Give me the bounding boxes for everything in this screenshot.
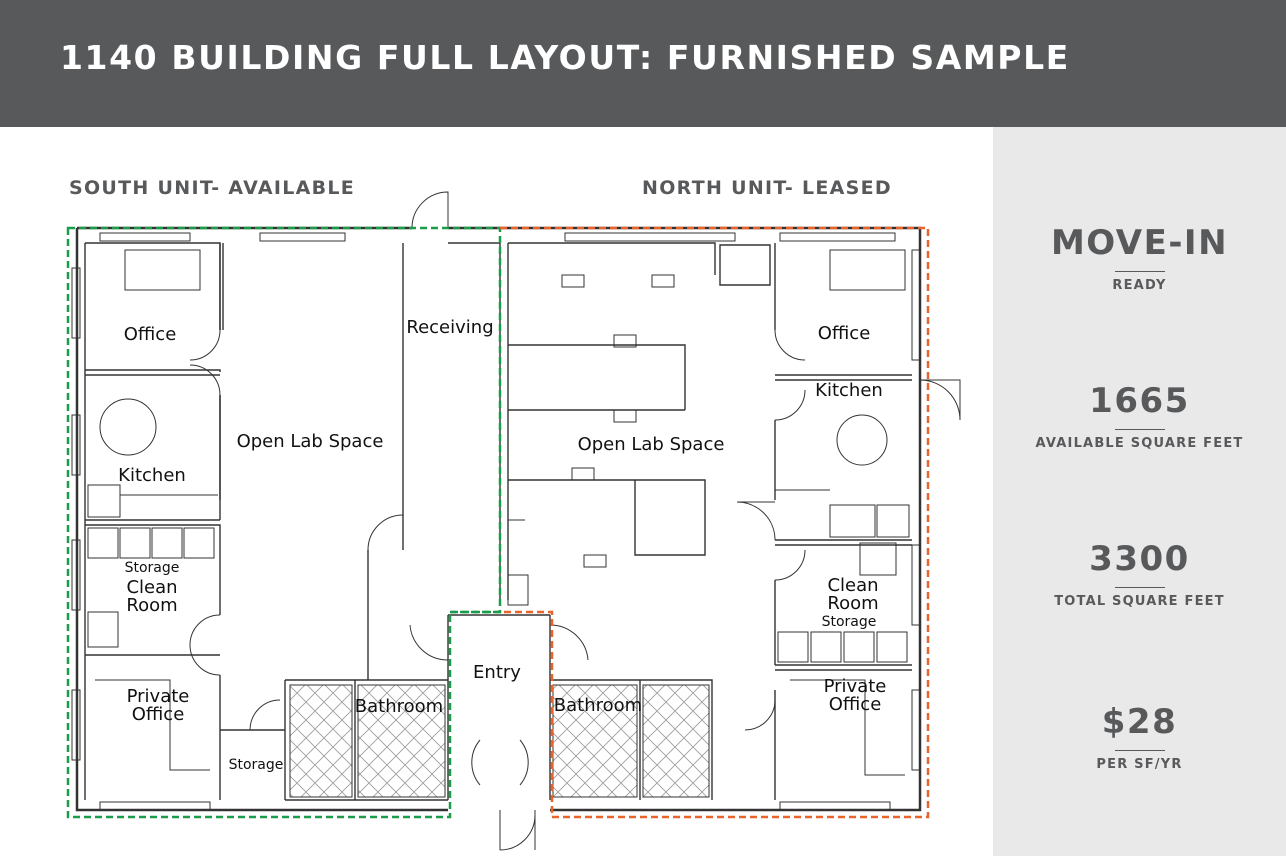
room-south-storage-label: Storage	[124, 560, 180, 576]
room-south-open-lab: Open Lab Space	[236, 431, 384, 452]
room-south-office: Office	[123, 324, 177, 345]
room-north-kitchen: Kitchen	[815, 380, 883, 401]
stat-label: READY	[1112, 278, 1167, 293]
stat-divider	[1114, 429, 1165, 430]
stat-divider	[1114, 587, 1165, 588]
stats-panel: MOVE-IN READY 1665 AVAILABLE SQUARE FEET…	[993, 127, 1286, 856]
room-north-clean-room: Clean Room	[827, 575, 879, 614]
floor-plan-drawing	[66, 191, 961, 851]
stat-divider	[1114, 271, 1165, 272]
stat-price: $28 PER SF/YR	[993, 702, 1286, 773]
room-receiving: Receiving	[406, 317, 494, 338]
stat-available-sqft: 1665 AVAILABLE SQUARE FEET	[993, 381, 1286, 452]
stat-label: AVAILABLE SQUARE FEET	[1035, 436, 1244, 451]
room-south-private-office: Private Office	[126, 686, 190, 725]
stat-value: $28	[1101, 702, 1178, 742]
header-bar: 1140 BUILDING FULL LAYOUT: FURNISHED SAM…	[0, 0, 1286, 127]
room-south-bathroom: Bathroom	[354, 696, 444, 717]
floor-plan: SOUTH UNIT- AVAILABLE NORTH UNIT- LEASED…	[0, 127, 990, 860]
room-south-clean-room: Clean Room	[126, 577, 178, 616]
stat-label: TOTAL SQUARE FEET	[1054, 594, 1225, 609]
room-north-bathroom: Bathroom	[553, 695, 643, 716]
stat-divider	[1114, 750, 1165, 751]
page-title: 1140 BUILDING FULL LAYOUT: FURNISHED SAM…	[60, 38, 1070, 77]
stat-total-sqft: 3300 TOTAL SQUARE FEET	[993, 539, 1286, 610]
stat-value: 3300	[1089, 539, 1190, 579]
stat-move-in: MOVE-IN READY	[993, 223, 1286, 294]
room-entry: Entry	[473, 662, 521, 683]
room-north-storage-label: Storage	[821, 614, 877, 630]
north-unit-title: NORTH UNIT- LEASED	[642, 177, 892, 199]
stat-value: MOVE-IN	[1050, 223, 1229, 263]
stat-value: 1665	[1089, 381, 1190, 421]
room-south-storage: Storage	[228, 757, 284, 773]
room-south-kitchen: Kitchen	[118, 465, 186, 486]
room-north-office: Office	[817, 323, 871, 344]
room-north-private-office: Private Office	[823, 676, 887, 715]
south-unit-title: SOUTH UNIT- AVAILABLE	[69, 177, 356, 199]
room-north-open-lab: Open Lab Space	[577, 434, 725, 455]
stat-label: PER SF/YR	[1096, 757, 1183, 772]
